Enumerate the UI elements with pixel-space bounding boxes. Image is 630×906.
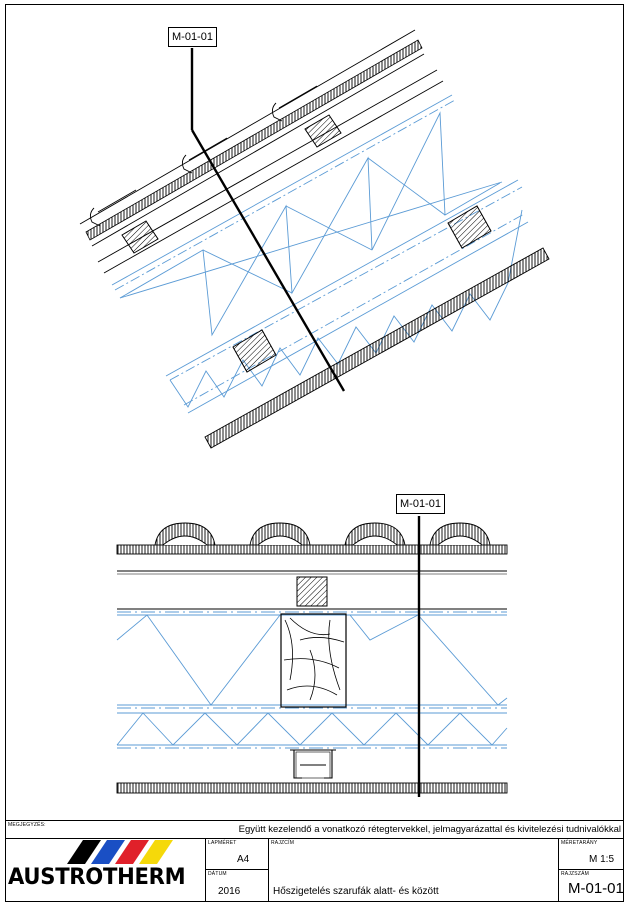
sheet-size-value: A4 <box>237 854 250 865</box>
ceiling-board-horizontal <box>116 782 508 794</box>
tile-profile <box>116 522 508 555</box>
ceiling-profile <box>290 749 336 779</box>
note-label: MEGJEGYZÉS: <box>8 822 46 828</box>
rafter-section <box>280 613 347 708</box>
note-text: Együtt kezelendő a vonatkozó rétegtervek… <box>238 824 621 835</box>
drawing-sheet <box>5 4 624 902</box>
callout-tag-top: M-01-01 <box>168 27 217 47</box>
date-value: 2016 <box>218 886 241 897</box>
austrotherm-logo-stripes <box>67 840 173 864</box>
austrotherm-logo: AUSTROTHERM <box>8 865 186 890</box>
horizontal-section <box>116 522 508 610</box>
drawing-no-value: M-01-01 <box>568 880 624 897</box>
rafters <box>232 205 492 373</box>
drawing-title-label: RAJZCÍM <box>271 840 295 846</box>
inclined-section <box>79 29 444 274</box>
drawing-title: Hőszigetelés szarufák alatt- és között <box>273 886 439 897</box>
insulation-horizontal <box>116 611 508 749</box>
sheet-size-label: LAPMÉRET <box>208 840 237 846</box>
title-block: MEGJEGYZÉS: Együtt kezelendő a vonatkozó… <box>5 820 624 902</box>
callout-leader-top <box>190 48 346 392</box>
batten-section <box>296 576 328 607</box>
roof-tiles <box>79 29 425 247</box>
callout-tag-bottom: M-01-01 <box>396 494 445 514</box>
date-label: DÁTUM <box>208 871 227 877</box>
ceiling-board-inclined <box>204 247 550 449</box>
scale-label: MÉRETARÁNY <box>561 840 598 846</box>
insulation-layer-upper <box>111 94 519 377</box>
drawing-no-label: RAJZSZÁM <box>561 871 589 877</box>
battens <box>121 114 342 254</box>
scale-value: M 1:5 <box>589 854 615 865</box>
